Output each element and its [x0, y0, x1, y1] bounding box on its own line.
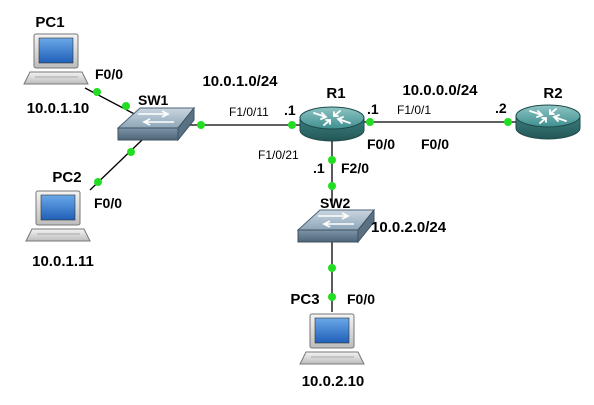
r1-icon[interactable] — [299, 106, 365, 142]
r2-interface-f0-0: F0/0 — [421, 136, 449, 152]
sw1-name: SW1 — [138, 92, 169, 108]
port-dots — [93, 88, 512, 301]
port-dot-r2-r1 — [504, 118, 512, 126]
pc3-name: PC3 — [290, 291, 319, 308]
port-dot-sw2-r1 — [328, 182, 336, 190]
pc3-interface: F0/0 — [347, 291, 375, 307]
subnet-10-0-2-0: 10.0.2.0/24 — [371, 219, 447, 236]
sw1-icon[interactable] — [116, 106, 196, 142]
pc1-ip: 10.0.1.10 — [27, 100, 90, 117]
r1-interface-f1-0-21: F1/0/21 — [258, 148, 299, 162]
subnet-10-0-0-0: 10.0.0.0/24 — [402, 82, 478, 99]
pc1-interface: F0/0 — [95, 66, 123, 82]
r1-interface-f0-0: F0/0 — [367, 136, 395, 152]
port-dot-pc3 — [328, 293, 336, 301]
port-dot-r1-sw2 — [328, 156, 336, 164]
r1-name: R1 — [326, 85, 345, 102]
pc1-name: PC1 — [35, 14, 64, 31]
r1-host-sw2-side: .1 — [313, 160, 325, 176]
r1-interface-f1-0-11: F1/0/11 — [229, 105, 269, 119]
r1-host-r2-side: .1 — [367, 101, 379, 117]
port-dot-pc2 — [94, 178, 102, 186]
r2-host: .2 — [495, 100, 507, 116]
port-dot-sw2-pc3 — [328, 264, 336, 272]
sw2-name: SW2 — [320, 195, 351, 211]
r2-name: R2 — [543, 85, 562, 102]
r1-host-sw1-side: .1 — [284, 102, 296, 118]
pc2-interface: F0/0 — [94, 195, 122, 211]
port-dot-sw1-r1 — [197, 121, 205, 129]
r2-interface-f1-0-1: F1/0/1 — [397, 103, 431, 117]
r1-interface-f2-0: F2/0 — [341, 160, 369, 176]
port-dot-pc1 — [93, 88, 101, 96]
subnet-10-0-1-0: 10.0.1.0/24 — [202, 73, 278, 90]
port-dot-sw1-pc1 — [122, 102, 130, 110]
pc2-name: PC2 — [52, 169, 81, 186]
port-dot-r1-sw1 — [288, 121, 296, 129]
port-dot-r1-r2 — [366, 118, 374, 126]
pc3-icon[interactable] — [299, 313, 365, 365]
port-dot-sw1-pc2 — [127, 148, 135, 156]
pc1-icon[interactable] — [23, 33, 89, 85]
sw2-icon[interactable] — [296, 208, 376, 244]
r2-icon[interactable] — [515, 104, 581, 140]
pc2-icon[interactable] — [25, 190, 91, 242]
pc3-ip: 10.0.2.10 — [302, 373, 365, 390]
pc2-ip: 10.0.1.11 — [32, 253, 94, 270]
